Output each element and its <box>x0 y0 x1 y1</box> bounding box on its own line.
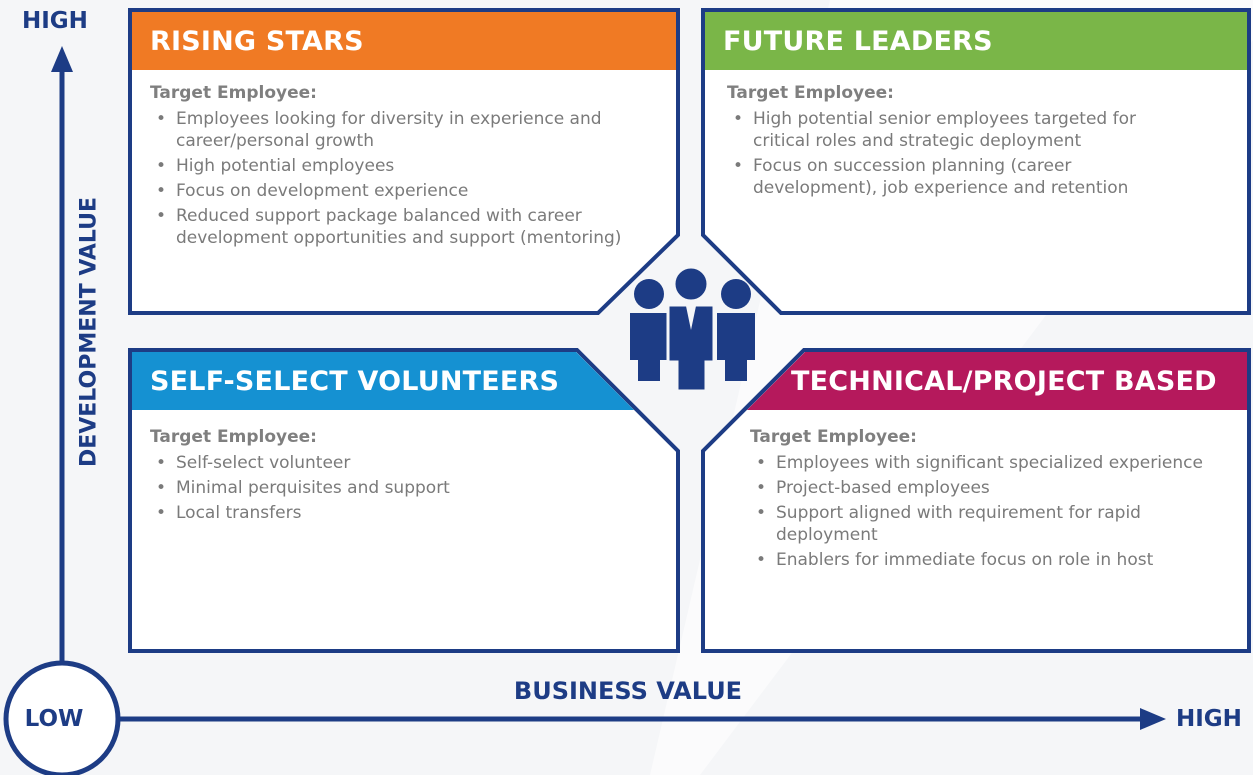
list-item: Support aligned with requirement for rap… <box>750 502 1230 546</box>
future-leaders-header <box>705 12 1247 70</box>
technical-header <box>747 352 1247 410</box>
rising-stars-body: Target Employee: Employees looking for d… <box>150 82 660 252</box>
target-employee-label: Target Employee: <box>150 427 317 447</box>
origin-low-label: LOW <box>24 706 84 732</box>
list-item: High potential senior employees targeted… <box>727 108 1197 152</box>
future-leaders-body: Target Employee: High potential senior e… <box>727 82 1197 202</box>
person-center-tie <box>686 306 696 330</box>
self-select-body: Target Employee: Self-select volunteer M… <box>150 426 660 527</box>
people-group-icon <box>630 265 755 393</box>
quadrant-self-select <box>128 348 680 653</box>
rising-stars-title: RISING STARS <box>150 26 364 57</box>
list-item: High potential employees <box>150 155 660 177</box>
list-item: Self-select volunteer <box>150 452 660 474</box>
y-axis-title: DEVELOPMENT VALUE <box>76 196 102 468</box>
quadrant-technical <box>701 348 1251 653</box>
technical-box <box>701 348 1251 653</box>
self-select-header <box>132 352 634 410</box>
person-left-body <box>630 313 668 381</box>
list-item: Focus on development experience <box>150 180 660 202</box>
self-select-title: SELF-SELECT VOLUNTEERS <box>150 366 560 397</box>
target-employee-label: Target Employee: <box>750 427 917 447</box>
future-leaders-title: FUTURE LEADERS <box>723 26 993 57</box>
list-item: Local transfers <box>150 502 660 524</box>
origin-circle <box>3 660 121 775</box>
person-right-body <box>717 313 755 381</box>
self-select-box <box>128 348 680 653</box>
technical-title: TECHNICAL/PROJECT BASED <box>791 366 1217 397</box>
list-item: Employees with significant specialized e… <box>750 452 1230 474</box>
bullet-list: Employees looking for diversity in exper… <box>150 108 660 249</box>
technical-body: Target Employee: Employees with signific… <box>750 426 1230 574</box>
bullet-list: Employees with significant specialized e… <box>750 452 1230 571</box>
person-right-head <box>721 279 751 309</box>
list-item: Employees looking for diversity in exper… <box>150 108 660 152</box>
bullet-list: Self-select volunteer Minimal perquisite… <box>150 452 660 524</box>
target-employee-label: Target Employee: <box>150 83 317 103</box>
x-axis <box>118 708 1166 730</box>
y-axis-arrowhead <box>51 46 73 72</box>
person-center-body <box>666 303 716 393</box>
x-axis-high-label: HIGH <box>1176 706 1242 732</box>
y-axis-high-label: HIGH <box>22 8 88 34</box>
target-employee-label: Target Employee: <box>727 83 894 103</box>
list-item: Enablers for immediate focus on role in … <box>750 549 1230 571</box>
bullet-list: High potential senior employees targeted… <box>727 108 1197 199</box>
list-item: Focus on succession planning (career dev… <box>727 155 1197 199</box>
list-item: Minimal perquisites and support <box>150 477 660 499</box>
rising-stars-header <box>132 12 676 70</box>
list-item: Project-based employees <box>750 477 1230 499</box>
x-axis-arrowhead <box>1140 708 1166 730</box>
person-left-head <box>634 279 664 309</box>
y-axis <box>51 46 73 665</box>
person-center-head <box>672 265 710 303</box>
list-item: Reduced support package balanced with ca… <box>150 205 660 249</box>
x-axis-title: BUSINESS VALUE <box>513 677 743 705</box>
